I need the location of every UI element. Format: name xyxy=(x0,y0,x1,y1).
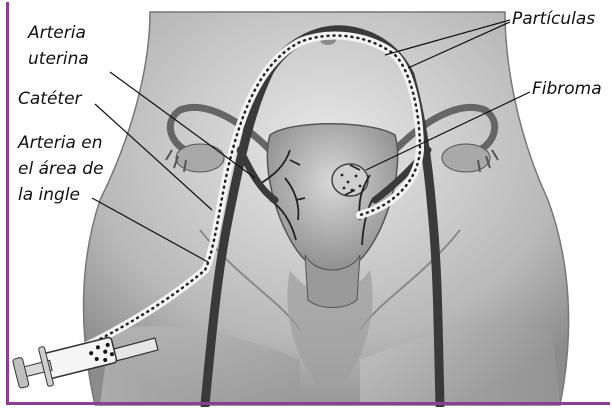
label-arteria-uterina-1: Arteria xyxy=(28,20,86,46)
label-arteria-ingle-1: Arteria en xyxy=(18,130,103,156)
label-arteria-ingle-2: el área de xyxy=(18,156,104,182)
label-arteria-ingle-3: la ingle xyxy=(18,182,80,208)
label-cateter: Catéter xyxy=(18,86,82,112)
left-ovary xyxy=(176,144,224,172)
right-ovary xyxy=(442,144,490,172)
frame-left-border xyxy=(6,2,9,405)
label-fibroma: Fibroma xyxy=(532,76,602,102)
label-particulas: Partículas xyxy=(512,6,595,32)
label-arteria-uterina-2: uterina xyxy=(28,46,89,72)
frame-bottom-border xyxy=(6,402,610,405)
